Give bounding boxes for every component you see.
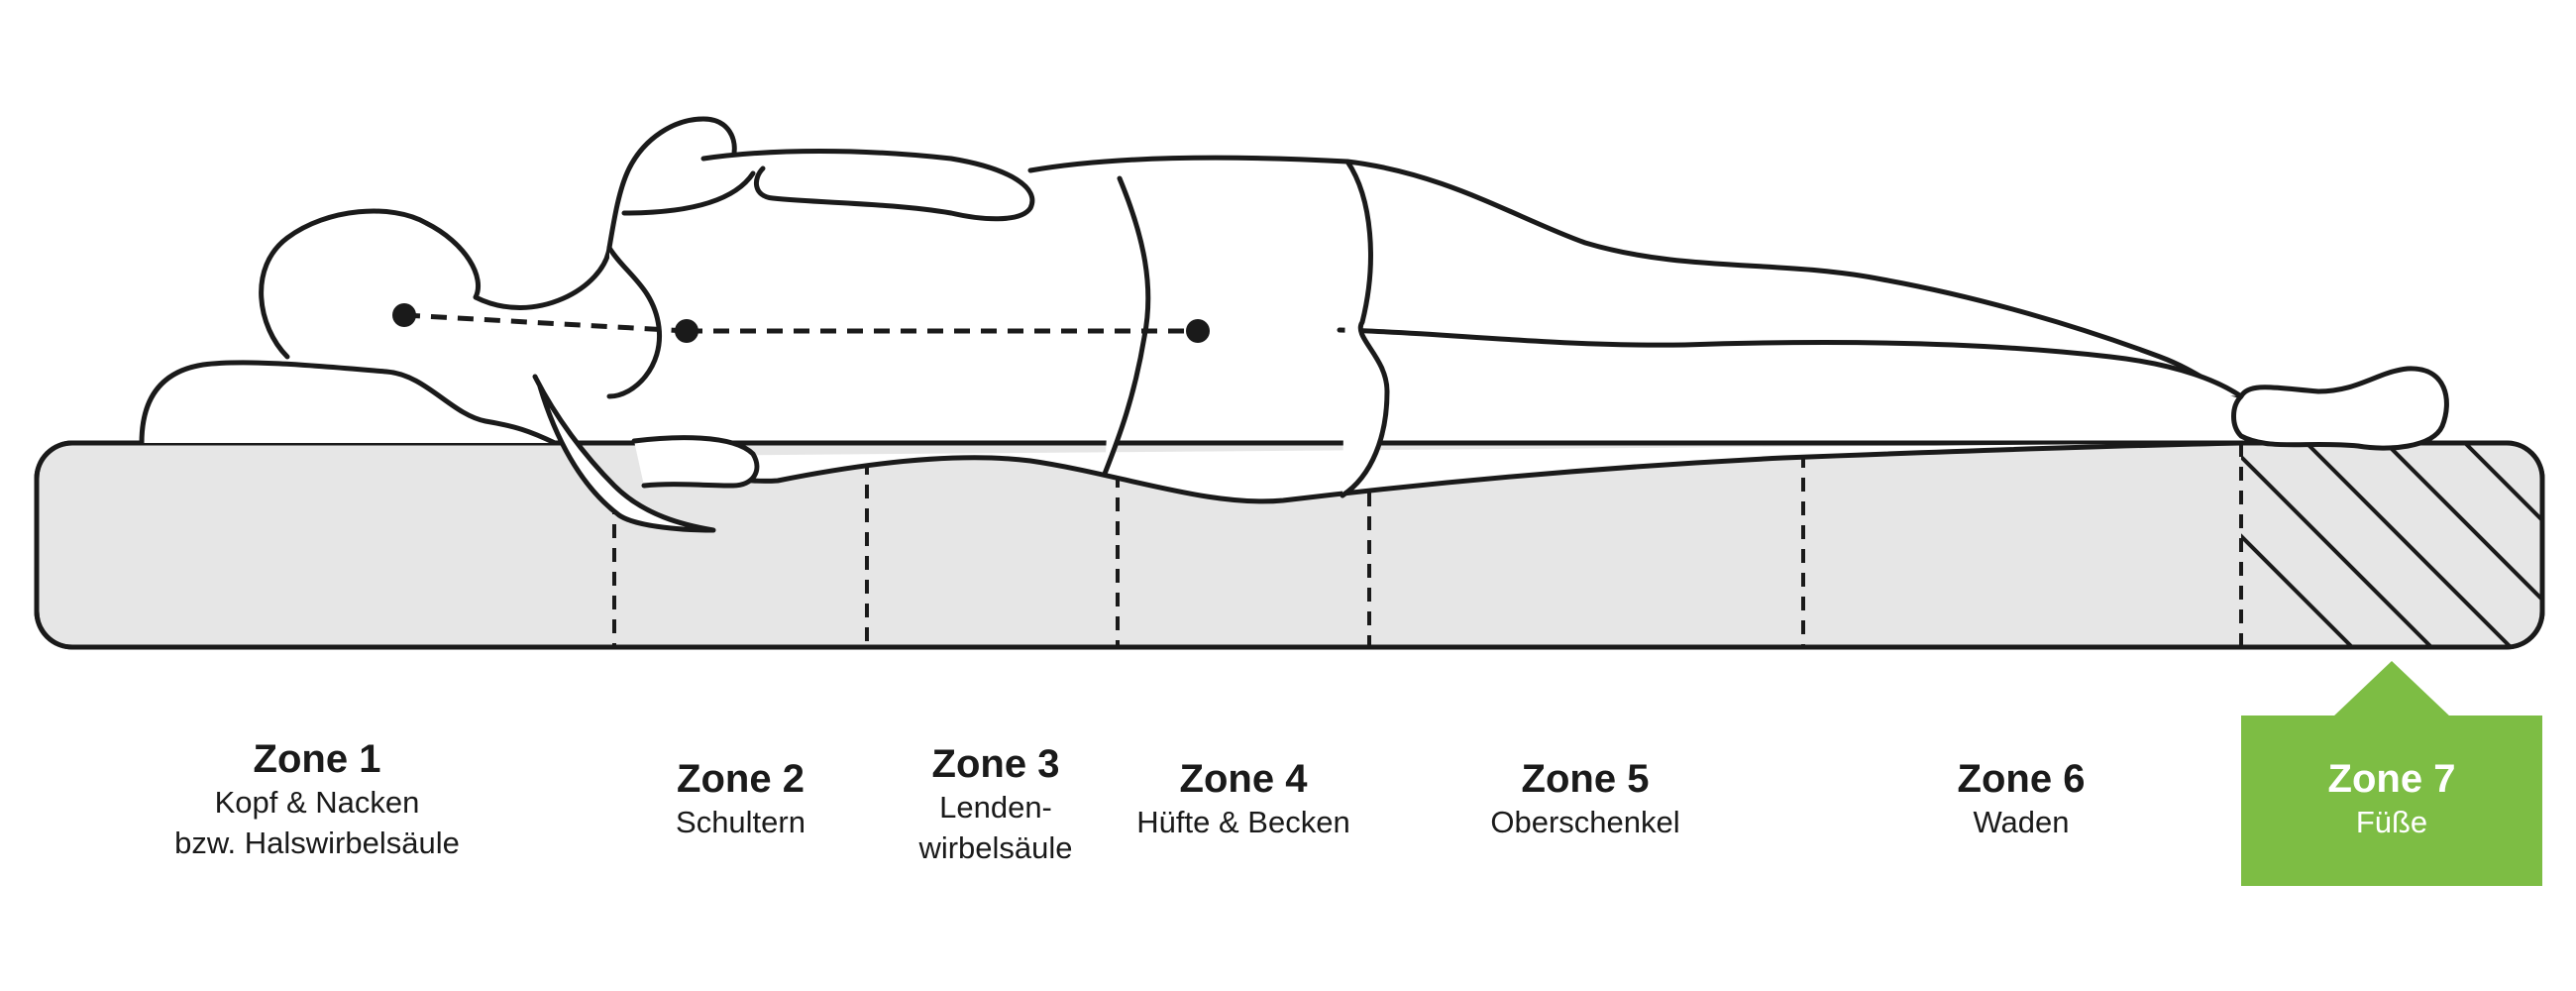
zone-5-label: Zone 5 Oberschenkel [1447,756,1724,842]
zone-4-label: Zone 4 Hüfte & Becken [1105,756,1382,842]
pillow-icon [139,360,558,446]
zone-description: bzw. Halswirbelsäule [174,826,460,860]
zone-6-label: Zone 6 Waden [1882,756,2160,842]
zone-2-label: Zone 2 Schultern [614,756,867,842]
zone-description: Waden [1973,805,2070,839]
zone-title: Zone 2 [677,757,805,801]
zone-title: Zone 1 [253,737,381,781]
person-lying-on-side-icon [139,116,2449,533]
zone-7-highlight-box [2241,716,2542,886]
hatched-foot-zone-icon [2241,443,2542,647]
zone-dividers [612,443,2243,647]
zone-title: Zone 4 [1179,757,1308,801]
zone-description: Kopf & Nacken [214,785,420,820]
zone-7-pointer [2332,661,2451,717]
zone-description: wirbelsäule [918,830,1073,865]
zone-1-label: Zone 1 Kopf & Nacken bzw. Halswirbelsäul… [168,736,466,863]
spine-alignment-line-icon [392,303,1210,343]
zone-description: Schultern [676,805,805,839]
zone-title: Zone 6 [1957,757,2086,801]
zone-title: Zone 5 [1521,757,1650,801]
zone-3-label: Zone 3 Lenden- wirbelsäule [872,741,1120,868]
zone-title: Zone 7 [2327,757,2456,801]
zone-title: Zone 3 [931,742,1060,786]
zone-description: Oberschenkel [1490,805,1680,839]
zone-description: Lenden- [939,790,1052,825]
zone-description: Hüfte & Becken [1136,805,1350,839]
zone-7-label: Zone 7 Füße [2241,756,2542,842]
head-icon [259,208,612,360]
zone-description: Füße [2355,805,2428,839]
